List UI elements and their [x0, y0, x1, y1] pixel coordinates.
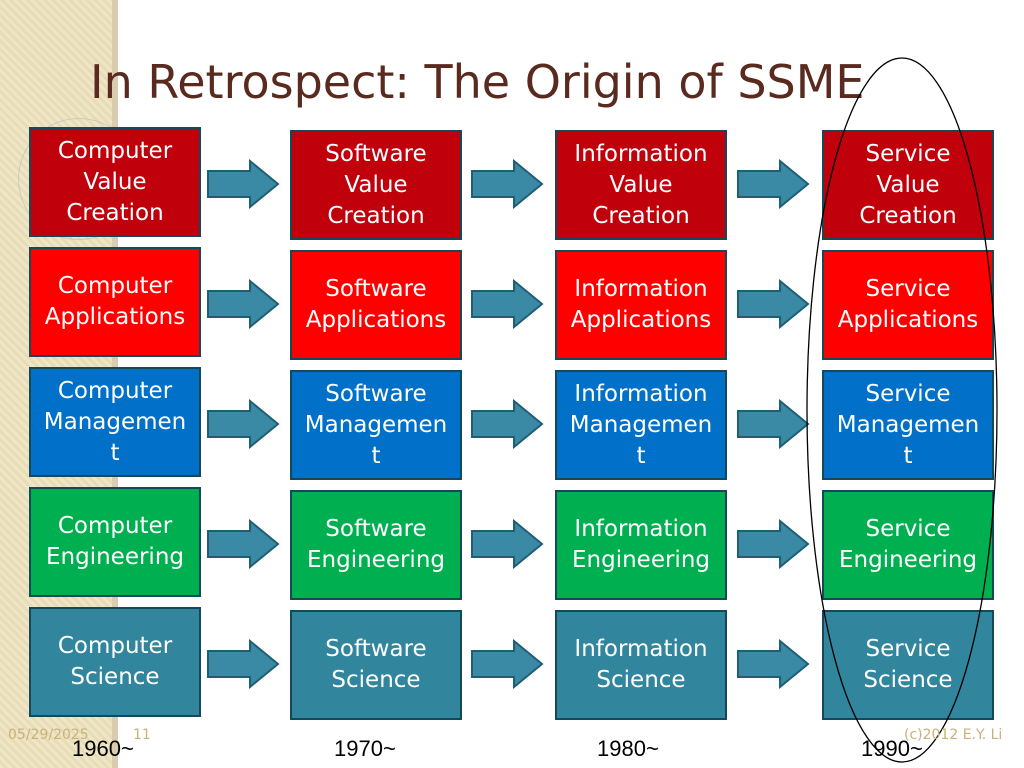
slide-title: In Retrospect: The Origin of SSME [90, 55, 865, 109]
box-software-value-creation: Software Value Creation [290, 130, 462, 240]
right-arrow-icon [207, 519, 280, 569]
right-arrow-icon [737, 279, 810, 329]
right-arrow-icon [471, 279, 544, 329]
right-arrow-icon [471, 159, 544, 209]
box-software-science: Software Science [290, 610, 462, 720]
right-arrow-icon [737, 639, 810, 689]
right-arrow-icon [207, 159, 280, 209]
box-software-management: Software Managemen t [290, 370, 462, 480]
right-arrow-icon [737, 399, 810, 449]
year-label-1980: 1980~ [597, 736, 659, 761]
footer-date: 05/29/2025 [8, 727, 89, 743]
right-arrow-icon [737, 519, 810, 569]
year-label-1990: 1990~ [861, 736, 923, 761]
right-arrow-icon [207, 279, 280, 329]
right-arrow-icon [471, 519, 544, 569]
box-software-applications: Software Applications [290, 250, 462, 360]
box-computer-management: Computer Managemen t [29, 367, 201, 477]
box-service-engineering: Service Engineering [822, 490, 994, 600]
box-information-science: Information Science [555, 610, 727, 720]
box-information-management: Information Managemen t [555, 370, 727, 480]
year-label-1970: 1970~ [334, 736, 396, 761]
right-arrow-icon [207, 639, 280, 689]
box-service-value-creation: Service Value Creation [822, 130, 994, 240]
box-service-applications: Service Applications [822, 250, 994, 360]
box-information-value-creation: Information Value Creation [555, 130, 727, 240]
footer-copyright: (c)2012 E.Y. Li [904, 727, 1003, 743]
box-computer-applications: Computer Applications [29, 247, 201, 357]
box-software-engineering: Software Engineering [290, 490, 462, 600]
footer-page-number: 11 [133, 727, 151, 743]
box-computer-value-creation: Computer Value Creation [29, 127, 201, 237]
right-arrow-icon [737, 159, 810, 209]
box-computer-engineering: Computer Engineering [29, 487, 201, 597]
right-arrow-icon [207, 399, 280, 449]
box-service-science: Service Science [822, 610, 994, 720]
box-information-applications: Information Applications [555, 250, 727, 360]
right-arrow-icon [471, 399, 544, 449]
box-information-engineering: Information Engineering [555, 490, 727, 600]
year-label-1960: 1960~ [72, 736, 134, 761]
box-service-management: Service Managemen t [822, 370, 994, 480]
right-arrow-icon [471, 639, 544, 689]
box-computer-science: Computer Science [29, 607, 201, 717]
